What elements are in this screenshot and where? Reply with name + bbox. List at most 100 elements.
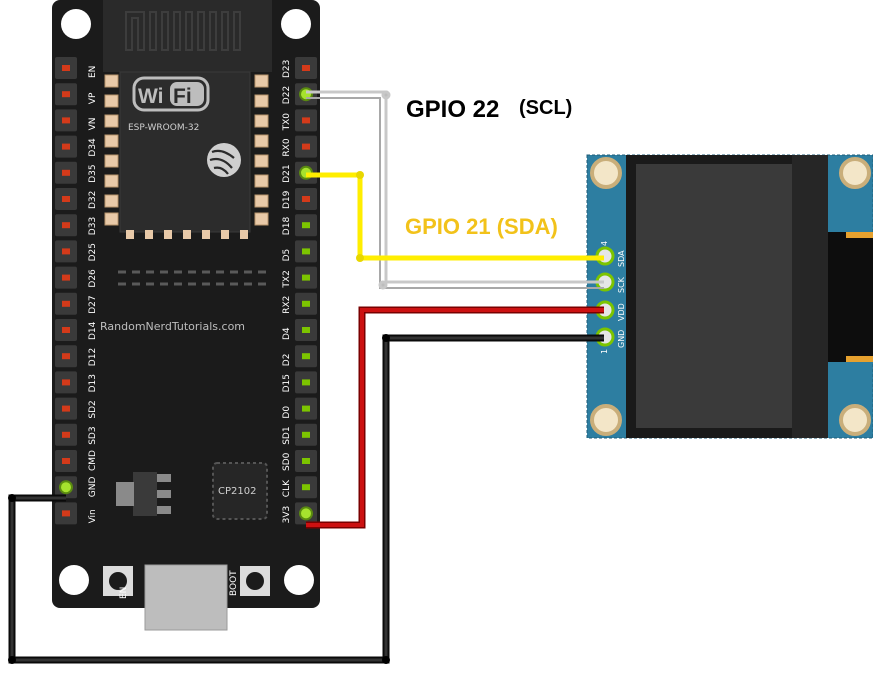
pin-label-vin: Vin bbox=[88, 509, 98, 523]
oled-hole-bottom-left bbox=[590, 404, 622, 436]
oled-ribbon bbox=[828, 232, 873, 362]
pin-label-d27: D27 bbox=[88, 295, 98, 313]
pin-label-d13: D13 bbox=[88, 374, 98, 392]
pin-d2[interactable] bbox=[302, 353, 310, 360]
pin-d5[interactable] bbox=[302, 248, 310, 255]
wifi-text-left: Wi bbox=[138, 85, 163, 108]
pin-vn[interactable] bbox=[62, 117, 70, 124]
pin-vp[interactable] bbox=[62, 91, 70, 98]
pin-rx0[interactable] bbox=[302, 143, 310, 150]
left-pin-header: ENVPVND34D35D32D33D25D26D27D14D12D13SD2S… bbox=[55, 57, 98, 525]
pin-label-cmd: CMD bbox=[88, 450, 98, 471]
pin-sd2[interactable] bbox=[62, 405, 70, 412]
pin-vin[interactable] bbox=[62, 510, 70, 517]
pin-label-d34: D34 bbox=[88, 138, 98, 157]
pin-label-3v3: 3V3 bbox=[282, 506, 292, 524]
en-button[interactable] bbox=[103, 566, 133, 596]
pin-label-vp: VP bbox=[88, 92, 98, 104]
module-pads-right bbox=[254, 74, 269, 226]
oled-hole-bottom-right bbox=[839, 404, 871, 436]
mount-hole-bottom-right bbox=[284, 565, 314, 595]
pin-label-tx2: TX2 bbox=[282, 270, 292, 288]
wire-scl bbox=[306, 90, 604, 290]
pin-label-rx0: RX0 bbox=[282, 138, 292, 156]
pin-d15[interactable] bbox=[302, 379, 310, 386]
pin-label-d2: D2 bbox=[282, 354, 292, 367]
silkscreen-dashes bbox=[118, 270, 268, 286]
pin-label-clk: CLK bbox=[282, 479, 292, 497]
pin-label-tx0: TX0 bbox=[282, 113, 292, 132]
module-label: ESP-WROOM-32 bbox=[128, 123, 199, 133]
wroom-module: Wi Fi ESP-WROOM-32 bbox=[103, 0, 272, 239]
oled-pin-label-vdd: VDD bbox=[617, 303, 626, 321]
pin-d0[interactable] bbox=[302, 405, 310, 412]
pin-gnd[interactable] bbox=[59, 480, 73, 495]
usb-connector bbox=[144, 564, 228, 631]
website-label: RandomNerdTutorials.com bbox=[100, 320, 245, 333]
mount-hole-top-left bbox=[61, 9, 91, 39]
pin-label-d19: D19 bbox=[282, 190, 292, 209]
sda-label: GPIO 21 (SDA) bbox=[405, 214, 558, 239]
wifi-logo: Wi Fi bbox=[132, 76, 210, 112]
oled-pin-label-sda: SDA bbox=[617, 250, 626, 267]
pin-label-d4: D4 bbox=[282, 327, 292, 340]
oled-hole-top-right bbox=[839, 157, 871, 189]
pin-d26[interactable] bbox=[62, 274, 70, 281]
wire-gnd bbox=[8, 334, 604, 664]
pin-d4[interactable] bbox=[302, 327, 310, 333]
boot-button[interactable] bbox=[240, 566, 270, 596]
pin-label-en: EN bbox=[88, 66, 98, 78]
mount-hole-top-right bbox=[281, 9, 311, 39]
oled-pin-number-bottom: 1 bbox=[600, 349, 609, 354]
pin-d25[interactable] bbox=[62, 248, 70, 255]
usb-serial-chip: CP2102 bbox=[212, 462, 268, 520]
pin-tx2[interactable] bbox=[302, 274, 310, 281]
pin-tx0[interactable] bbox=[302, 117, 310, 124]
pin-en[interactable] bbox=[62, 65, 70, 71]
pin-d13[interactable] bbox=[62, 379, 70, 386]
pin-label-sd2: SD2 bbox=[88, 400, 98, 418]
pin-d18[interactable] bbox=[302, 222, 310, 229]
wire-sda bbox=[306, 171, 604, 262]
pin-d19[interactable] bbox=[302, 196, 310, 202]
pin-label-rx2: RX2 bbox=[282, 296, 292, 314]
pin-label-sd0: SD0 bbox=[282, 452, 292, 471]
pin-sd3[interactable] bbox=[62, 431, 70, 438]
pin-label-d14: D14 bbox=[88, 321, 98, 340]
pin-d27[interactable] bbox=[62, 300, 70, 307]
pin-d35[interactable] bbox=[62, 169, 70, 176]
scl-name-label: (SCL) bbox=[519, 97, 572, 119]
esp32-board: Wi Fi ESP-WROOM-32 bbox=[52, 0, 320, 631]
module-pads-bottom bbox=[126, 230, 248, 239]
pin-label-d33: D33 bbox=[88, 217, 98, 235]
espressif-logo-icon bbox=[207, 143, 241, 177]
boot-button-label: BOOT bbox=[229, 570, 239, 596]
pin-d14[interactable] bbox=[62, 327, 70, 333]
pin-label-gnd: GND bbox=[88, 476, 98, 497]
pin-cmd[interactable] bbox=[62, 458, 70, 464]
pin-label-d12: D12 bbox=[88, 348, 98, 366]
pin-label-d0: D0 bbox=[282, 406, 292, 419]
oled-pin-label-gnd: GND bbox=[617, 330, 626, 348]
pin-label-d26: D26 bbox=[88, 269, 98, 288]
pin-d33[interactable] bbox=[62, 222, 70, 229]
oled-glass-edge bbox=[792, 155, 828, 438]
pin-label-d32: D32 bbox=[88, 191, 98, 209]
wifi-text-right: Fi bbox=[173, 85, 192, 108]
oled-screen bbox=[636, 164, 792, 428]
pin-d32[interactable] bbox=[62, 196, 70, 202]
pin-rx2[interactable] bbox=[302, 300, 310, 307]
pin-d23[interactable] bbox=[302, 65, 310, 71]
right-pin-header: D23D22TX0RX0D21D19D18D5TX2RX2D4D2D15D0SD… bbox=[282, 57, 317, 525]
pin-label-d18: D18 bbox=[282, 217, 292, 236]
pin-sd0[interactable] bbox=[302, 458, 310, 464]
pin-d12[interactable] bbox=[62, 353, 70, 360]
pin-clk[interactable] bbox=[302, 484, 310, 491]
pin-sd1[interactable] bbox=[302, 431, 310, 438]
pin-label-d35: D35 bbox=[88, 164, 98, 182]
pin-d34[interactable] bbox=[62, 143, 70, 150]
pin-3v3[interactable] bbox=[299, 506, 313, 521]
oled-pin-number-top: 4 bbox=[600, 241, 609, 246]
